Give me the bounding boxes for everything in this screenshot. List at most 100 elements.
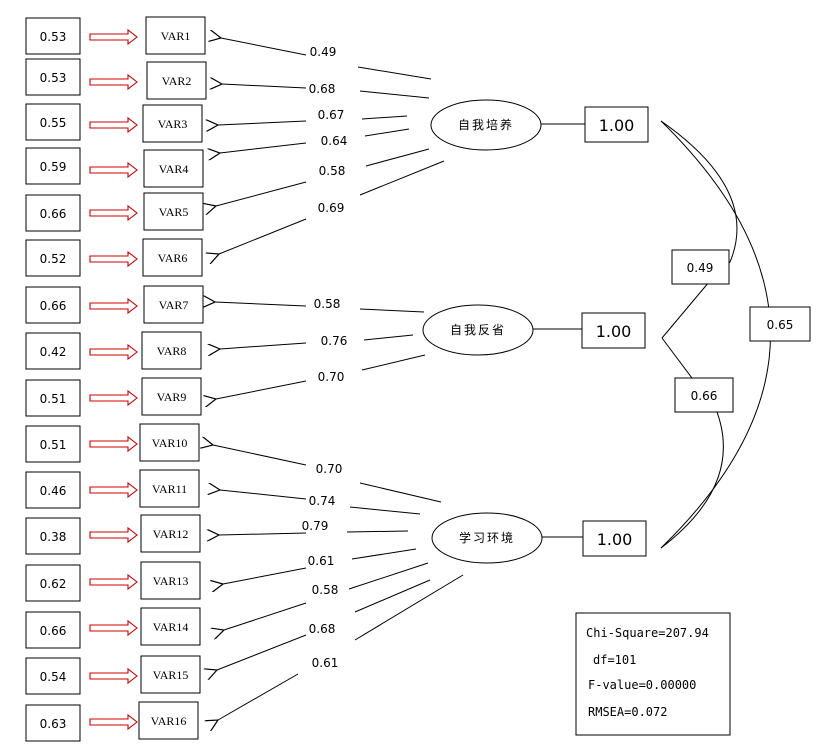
loading-path-segment [359, 160, 445, 196]
rmsea-text: RMSEA=0.072 [588, 705, 667, 719]
error-box [25, 425, 81, 463]
error-value: 0.38 [40, 530, 67, 544]
df-text: df=101 [593, 653, 636, 667]
loading-path-segment [365, 148, 430, 167]
variable-box [142, 238, 203, 277]
variable-box [139, 423, 200, 462]
variable-box [142, 104, 203, 143]
error-value: 0.66 [40, 624, 67, 638]
error-box [25, 611, 81, 649]
loading-label: 0.58 [319, 164, 346, 178]
error-arrow [89, 667, 138, 685]
loading-path-arrow [221, 38, 307, 56]
loading-label: 0.68 [309, 82, 336, 96]
factor-variance-value: 1.00 [596, 322, 632, 341]
error-value: 0.54 [40, 670, 67, 684]
variable-box [139, 469, 200, 508]
loading-label: 0.61 [308, 554, 335, 568]
variable-label: VAR9 [157, 390, 187, 404]
loading-path-segment [354, 579, 431, 613]
error-value: 0.55 [40, 116, 67, 130]
factor-loading-paths: 0.490.680.670.640.580.690.580.760.700.70… [213, 38, 464, 720]
variable-label: VAR16 [151, 714, 187, 728]
f-value-text: F-value=0.00000 [588, 678, 696, 692]
loading-path-segment [351, 548, 417, 560]
fit-statistics-box: Chi-Square=207.94 df=101 F-value=0.00000… [575, 612, 731, 736]
loading-path-arrow [213, 445, 307, 466]
factor-variance-box [582, 520, 647, 557]
error-box [25, 704, 81, 742]
loading-label: 0.61 [312, 656, 339, 670]
error-value: 0.66 [40, 207, 67, 221]
error-box [25, 471, 81, 509]
loading-path-arrow [218, 121, 307, 125]
variable-box [143, 149, 204, 188]
error-box [25, 239, 81, 277]
variable-label: VAR7 [159, 298, 189, 312]
fit-statistics-frame [575, 612, 731, 736]
factor-ellipse [431, 512, 543, 564]
variable-label: VAR8 [157, 344, 187, 358]
error-box [25, 379, 81, 417]
loading-label: 0.58 [314, 297, 341, 311]
error-box [25, 58, 81, 96]
error-value: 0.42 [40, 345, 67, 359]
factor-name: 自我培养 [458, 117, 514, 132]
variable-box [140, 655, 201, 694]
error-arrow [89, 250, 138, 268]
loading-path-arrow [219, 218, 307, 254]
factor-variance-box [584, 106, 649, 143]
variable-box [140, 561, 201, 600]
variable-box [145, 16, 206, 55]
loading-label: 0.67 [318, 108, 345, 122]
error-arrow [89, 573, 138, 591]
error-value: 0.53 [40, 30, 67, 44]
loading-path-segment [357, 66, 432, 80]
error-box [25, 332, 81, 370]
error-box [25, 147, 81, 185]
error-arrow [89, 297, 138, 315]
loading-path-arrow [215, 302, 307, 306]
variable-box [143, 192, 204, 231]
loading-path-arrow [217, 634, 307, 670]
observed-variables: VAR1VAR2VAR3VAR4VAR5VAR6VAR7VAR8VAR9VAR1… [138, 16, 207, 740]
error-box [25, 17, 81, 55]
error-value: 0.59 [40, 160, 67, 174]
error-value: 0.52 [40, 252, 67, 266]
error-arrow [89, 435, 138, 453]
error-arrow [89, 343, 138, 361]
correlation-box-f2-f3 [674, 377, 734, 413]
variable-label: VAR6 [158, 251, 188, 265]
error-box [25, 564, 81, 602]
loading-path-segment [349, 506, 421, 515]
variable-box [138, 701, 199, 740]
loading-path-segment [359, 308, 425, 313]
correlation-box-f1-f3 [749, 306, 811, 342]
chi-square-text: Chi-Square=207.94 [586, 626, 709, 640]
correlation-box-f1-f2 [671, 249, 730, 285]
variable-label: VAR11 [152, 482, 187, 496]
factor-ellipse [422, 304, 534, 356]
variable-box [140, 607, 201, 646]
loading-path-arrow [216, 181, 307, 206]
error-arrow [89, 389, 138, 407]
factor-variance-value: 1.00 [599, 116, 635, 135]
variable-label: VAR13 [153, 574, 189, 588]
loading-path-segment [346, 530, 409, 533]
correlation-curve-f1-f2 [660, 120, 738, 339]
factor-variance-box [581, 312, 646, 349]
factor-name: 学习环境 [459, 530, 515, 545]
loading-path-segment [363, 334, 414, 341]
loading-path-segment [354, 574, 464, 641]
variable-label: VAR12 [153, 527, 189, 541]
error-box [25, 657, 81, 695]
variable-box [140, 514, 201, 553]
loading-label: 0.68 [309, 622, 336, 636]
error-value: 0.66 [40, 299, 67, 313]
correlation-label-f1-f2: 0.49 [687, 261, 714, 275]
loading-path-arrow [218, 673, 299, 720]
error-arrow [89, 204, 138, 222]
loading-label: 0.76 [321, 334, 348, 348]
error-arrow [89, 73, 138, 91]
error-value: 0.51 [40, 438, 67, 452]
